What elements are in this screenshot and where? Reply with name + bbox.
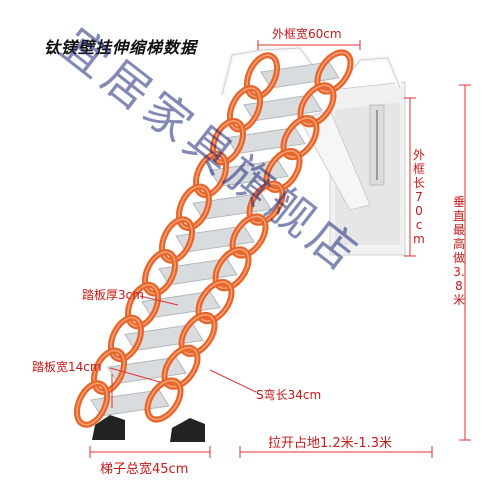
scissor-link-highlight	[110, 316, 142, 360]
scissor-link-highlight	[248, 182, 284, 224]
scissor-link-highlight	[76, 382, 108, 426]
scissor-link-highlight	[214, 248, 250, 290]
scissor-link-highlight	[93, 349, 125, 393]
max-height-label: 垂直最高做3.8米	[452, 195, 465, 307]
outer-width-label: 外框宽60cm	[272, 27, 342, 41]
scissor-link-highlight	[282, 117, 318, 158]
scissor-link-highlight	[195, 152, 227, 196]
scissor-link-highlight	[178, 185, 210, 229]
scissor-link-highlight	[127, 284, 159, 328]
scissor-link-highlight	[316, 51, 352, 93]
scissor-link-highlight	[265, 150, 301, 191]
scissor-link-highlight	[231, 215, 267, 257]
scissor-link-highlight	[229, 87, 261, 131]
ladder-feet	[92, 415, 205, 442]
scissor-link-highlight	[144, 251, 176, 295]
scissor-link-highlight	[146, 379, 182, 421]
s-bend-length-label: S弯长34cm	[256, 388, 322, 402]
total-width-label: 梯子总宽45cm	[100, 462, 189, 477]
scissor-link-highlight	[163, 346, 199, 388]
tread-thickness-label: 踏板厚3cm	[82, 288, 144, 302]
scissor-link-highlight	[299, 84, 335, 126]
dimension-lines	[89, 40, 471, 458]
scissor-link-highlight	[212, 120, 244, 164]
scissor-link-highlight	[180, 314, 216, 355]
tread-width-label: 踏板宽14cm	[32, 360, 102, 374]
scissor-link-highlight	[161, 218, 193, 262]
scissor-link-highlight	[246, 54, 278, 98]
page-title: 钛镁壁挂伸缩梯数据	[44, 38, 198, 57]
ladder-scissor-links	[73, 49, 354, 428]
extension-floor-label: 拉开占地1.2米-1.3米	[268, 436, 393, 451]
scissor-link-highlight	[197, 281, 233, 322]
outer-length-label: 外框长70cm	[412, 148, 425, 246]
